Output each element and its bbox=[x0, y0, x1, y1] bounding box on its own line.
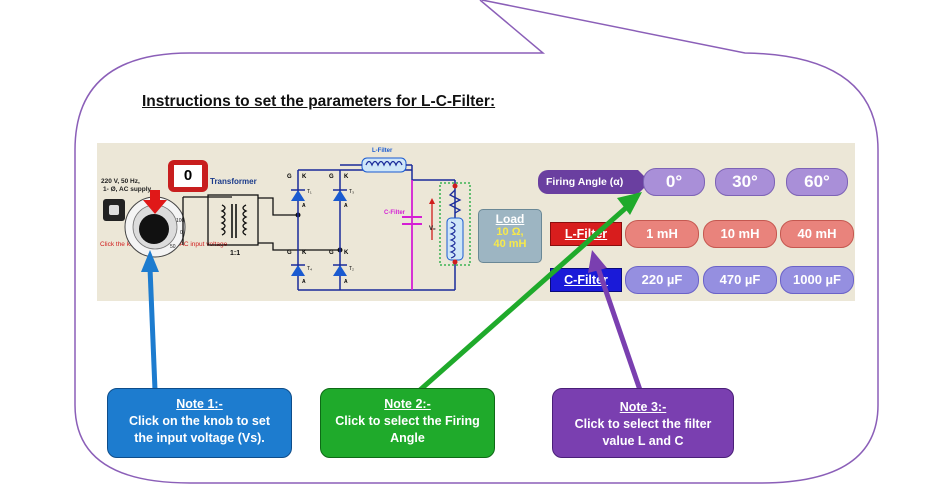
svg-text:50: 50 bbox=[170, 244, 176, 250]
svg-text:T₂: T₂ bbox=[349, 266, 354, 272]
svg-text:K: K bbox=[344, 174, 349, 180]
note-1-line2: the input voltage (Vs). bbox=[134, 431, 265, 445]
supply-label-2: 1- Ø, AC supply bbox=[103, 186, 152, 193]
voltage-counter-value: 0 bbox=[174, 165, 202, 187]
svg-text:T₄: T₄ bbox=[307, 266, 312, 272]
l-value-40mh-button[interactable]: 40 mH bbox=[780, 220, 854, 248]
angle-0-button[interactable]: 0° bbox=[643, 168, 705, 196]
l-value-10mh-button[interactable]: 10 mH bbox=[703, 220, 777, 248]
note-1-box: Note 1:- Click on the knob to set the in… bbox=[107, 388, 292, 458]
l-filter-label: L-Filter bbox=[372, 148, 393, 154]
svg-text:A: A bbox=[302, 203, 306, 209]
c-value-1000uf-button[interactable]: 1000 µF bbox=[780, 266, 854, 294]
note-1-line1: Click on the knob to set bbox=[129, 414, 270, 428]
svg-text:T₁: T₁ bbox=[307, 189, 312, 195]
note-3-heading: Note 3:- bbox=[619, 400, 667, 414]
load-info-box: Load 10 Ω, 40 mH bbox=[478, 209, 542, 263]
load-resistance: 10 Ω, bbox=[496, 226, 524, 238]
svg-text:V₀: V₀ bbox=[429, 226, 436, 232]
load-title: Load bbox=[495, 212, 525, 226]
voltage-counter: 0 bbox=[168, 160, 208, 192]
svg-text:K: K bbox=[302, 250, 307, 256]
note-3-line1: Click to select the filter bbox=[574, 417, 712, 431]
note-1-heading: Note 1:- bbox=[176, 397, 223, 411]
supply-label: 220 V, 50 Hz, bbox=[101, 178, 140, 185]
c-value-470uf-button[interactable]: 470 µF bbox=[703, 266, 777, 294]
svg-text:A: A bbox=[344, 203, 348, 209]
firing-angle-label: Firing Angle (α) bbox=[538, 170, 650, 194]
load-inductance: 40 mH bbox=[493, 238, 527, 250]
svg-text:K: K bbox=[302, 174, 307, 180]
note-2-box: Note 2:- Click to select the Firing Angl… bbox=[320, 388, 495, 458]
svg-text:100: 100 bbox=[176, 218, 185, 224]
c-filter-button[interactable]: C-Filter bbox=[550, 268, 622, 292]
svg-text:T₃: T₃ bbox=[349, 189, 354, 195]
instructions-title: Instructions to set the parameters for L… bbox=[142, 93, 496, 110]
svg-text:0: 0 bbox=[180, 230, 183, 236]
knob-arrow-icon bbox=[143, 190, 167, 214]
svg-text:G: G bbox=[287, 174, 292, 180]
note-3-box: Note 3:- Click to select the filter valu… bbox=[552, 388, 734, 458]
c-filter-label: C-Filter bbox=[384, 210, 406, 216]
thyristor-t4: G K A T₄ bbox=[287, 250, 312, 285]
l-filter-button[interactable]: L-Filter bbox=[550, 222, 622, 246]
svg-text:A: A bbox=[302, 279, 306, 285]
note-2-line1: Click to select the Firing bbox=[335, 414, 480, 428]
svg-text:K: K bbox=[344, 250, 349, 256]
thyristor-t2: G K A T₂ bbox=[329, 250, 354, 285]
thyristor-t3: G K A T₃ bbox=[329, 174, 354, 209]
svg-text:G: G bbox=[329, 174, 334, 180]
svg-text:A: A bbox=[344, 279, 348, 285]
l-value-1mh-button[interactable]: 1 mH bbox=[625, 220, 699, 248]
note-2-heading: Note 2:- bbox=[384, 397, 431, 411]
voltage-knob[interactable] bbox=[139, 214, 169, 244]
angle-30-button[interactable]: 30° bbox=[715, 168, 775, 196]
svg-text:G: G bbox=[329, 250, 334, 256]
svg-text:G: G bbox=[287, 250, 292, 256]
thyristor-t1: G K A T₁ bbox=[287, 174, 312, 209]
angle-60-button[interactable]: 60° bbox=[786, 168, 848, 196]
note-3-line2: value L and C bbox=[602, 434, 684, 448]
ratio-label: 1:1 bbox=[230, 250, 240, 257]
c-value-220uf-button[interactable]: 220 µF bbox=[625, 266, 699, 294]
transformer-label: Transformer bbox=[210, 177, 257, 186]
note-2-line2: Angle bbox=[390, 431, 425, 445]
